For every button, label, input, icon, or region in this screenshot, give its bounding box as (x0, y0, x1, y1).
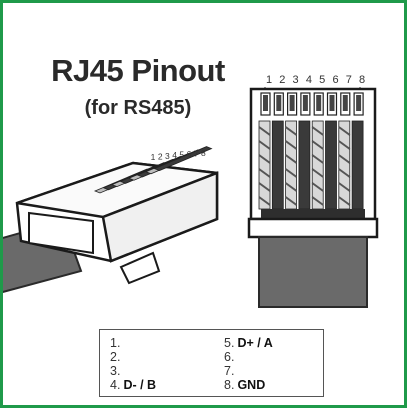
wire-stripe (285, 168, 298, 178)
pin-number-8: 8 (359, 74, 365, 86)
wire-stripe (258, 154, 271, 164)
legend-item-6: 6. (224, 350, 235, 364)
wire-6 (325, 120, 337, 210)
wire-4 (298, 120, 311, 210)
contact-slot-6 (329, 95, 335, 111)
plug-pin-number-3: 3 (165, 151, 170, 161)
legend-item-1: 1. (110, 336, 121, 350)
diagram-subtitle: (for RS485) (84, 97, 192, 119)
contact-slot-3 (289, 95, 295, 111)
wire-stripe (258, 140, 271, 150)
legend-item-8: 8.GND (224, 378, 266, 392)
wire-stripe (338, 182, 351, 192)
wire-stripe (285, 182, 298, 192)
plug-pin-number-6: 6 (187, 149, 192, 159)
plug-pin-number-7: 7 (194, 148, 199, 158)
diagram-title: RJ45 Pinout (51, 53, 225, 88)
wire-stripe (338, 154, 351, 164)
legend-item-7: 7. (224, 364, 235, 378)
contact-slot-1 (263, 95, 268, 111)
contact-slot-7 (342, 95, 348, 111)
wire-stripe (285, 154, 298, 164)
pin-number-5: 5 (319, 74, 325, 86)
wire-stripe (285, 196, 298, 206)
wire-stripes (258, 120, 364, 210)
pin-legend: 1. 2. 3. 4.D- / B 5.D+ / A 6. 7. 8.GND (99, 329, 324, 397)
wire-stripe (258, 182, 271, 192)
pin-number-7: 7 (346, 74, 352, 86)
wire-stripe (338, 126, 351, 136)
contact-slot-8 (356, 95, 362, 111)
plug-latch (119, 251, 161, 285)
plug-pin-number-2: 2 (158, 151, 163, 161)
plug-contacts (93, 146, 213, 194)
contact-slot-4 (302, 95, 308, 111)
plug-pin-number-8: 8 (201, 148, 206, 158)
wire-stripe (338, 196, 351, 206)
legend-item-2: 2. (110, 350, 121, 364)
front-cable (258, 236, 368, 308)
contact-slot-2 (276, 95, 282, 111)
plug-pin-number-1: 1 (151, 152, 156, 162)
wire-stripe (338, 168, 351, 178)
pin-number-1: 1 (266, 74, 272, 86)
legend-item-4: 4.D- / B (110, 378, 157, 392)
pin-number-3: 3 (293, 74, 299, 86)
contact-blades (260, 92, 364, 116)
plug-pin-number-5: 5 (179, 150, 184, 160)
wire-stripe (258, 196, 271, 206)
pin-number-2: 2 (279, 74, 285, 86)
strain-relief (261, 209, 365, 219)
wire-stripe (311, 168, 324, 178)
pin-number-4: 4 (306, 74, 312, 86)
wire-stripe (338, 140, 351, 150)
legend-item-3: 3. (110, 364, 121, 378)
wire-8 (351, 120, 364, 210)
wire-stripe (285, 140, 298, 150)
plug-pin-number-4: 4 (172, 150, 177, 160)
contact-slot-5 (316, 95, 322, 111)
pin-number-6: 6 (332, 74, 338, 86)
wire-stripe (311, 140, 324, 150)
wire-stripe (285, 126, 298, 136)
wire-stripe (311, 126, 324, 136)
wire-2 (271, 120, 284, 210)
wire-stripe (311, 154, 324, 164)
wire-stripe (311, 196, 324, 206)
wire-stripe (311, 182, 324, 192)
plug-collar (247, 217, 379, 239)
legend-item-5: 5.D+ / A (224, 336, 273, 350)
wire-stripe (258, 168, 271, 178)
wire-stripe (258, 126, 271, 136)
plug-contact-8 (153, 146, 213, 172)
